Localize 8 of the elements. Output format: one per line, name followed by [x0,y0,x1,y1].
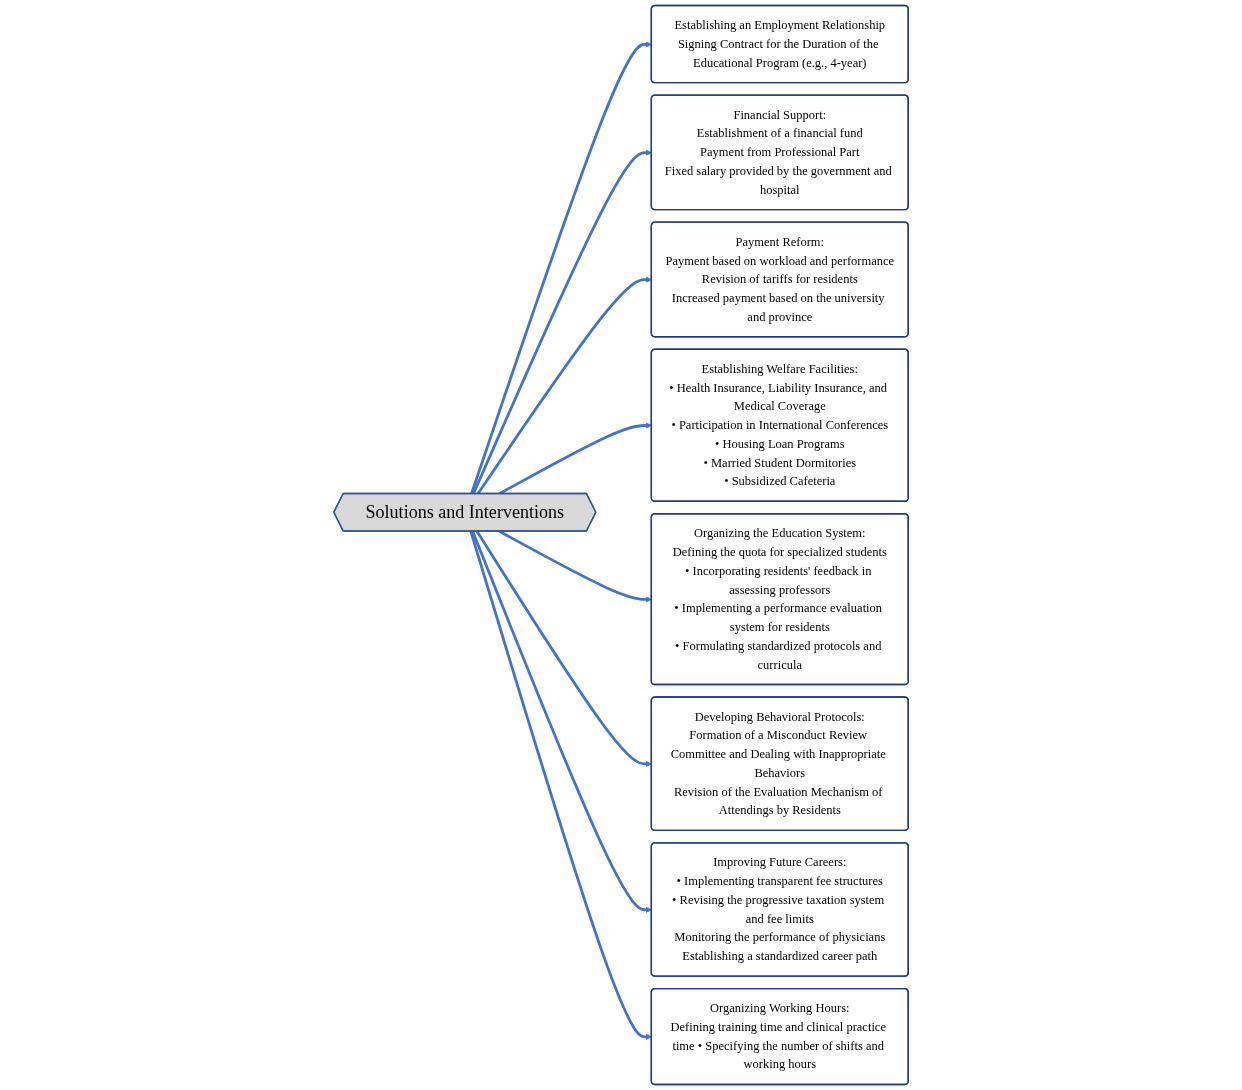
arrow [498,422,652,495]
arrow [472,149,652,495]
arrow [475,530,652,768]
arrow [469,530,652,1040]
arrow [476,276,652,495]
arrow [470,41,652,495]
arrow [498,530,652,603]
arrow [471,530,652,913]
